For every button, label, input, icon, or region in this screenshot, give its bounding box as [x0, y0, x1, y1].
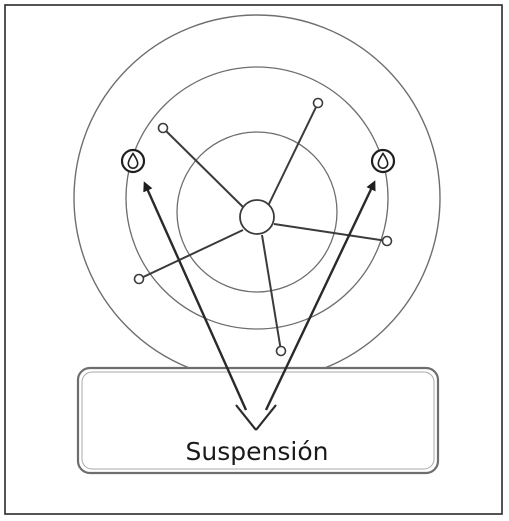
diagram-frame: Suspensión	[4, 4, 503, 516]
spoke-right	[273, 223, 388, 242]
spoke-upper-right	[267, 102, 319, 207]
ring-node	[312, 97, 324, 109]
base-box	[76, 366, 440, 475]
suspension-label: Suspensión	[186, 437, 329, 466]
ring-node	[275, 345, 287, 357]
ring-node	[157, 122, 169, 134]
ring-nodes	[133, 97, 393, 357]
arrow-to-right-sensor	[264, 180, 376, 411]
water-drop-icon	[370, 148, 396, 174]
middle-ring	[125, 66, 389, 330]
spoke-left	[138, 229, 244, 280]
inner-ring	[176, 131, 338, 293]
spoke-bottom	[261, 234, 282, 352]
suspension-arrows	[143, 180, 376, 411]
arrow-to-left-sensor	[143, 181, 248, 411]
ring-node	[133, 273, 145, 285]
ring-node	[381, 235, 393, 247]
water-drop-icon	[120, 148, 146, 174]
spokes	[138, 102, 388, 352]
arrow-base	[235, 404, 277, 431]
suspension-diagram: Suspensión	[4, 4, 503, 515]
central-hub	[239, 199, 275, 235]
base-box-inner-edge	[81, 371, 435, 470]
spoke-upper-left	[162, 127, 245, 209]
